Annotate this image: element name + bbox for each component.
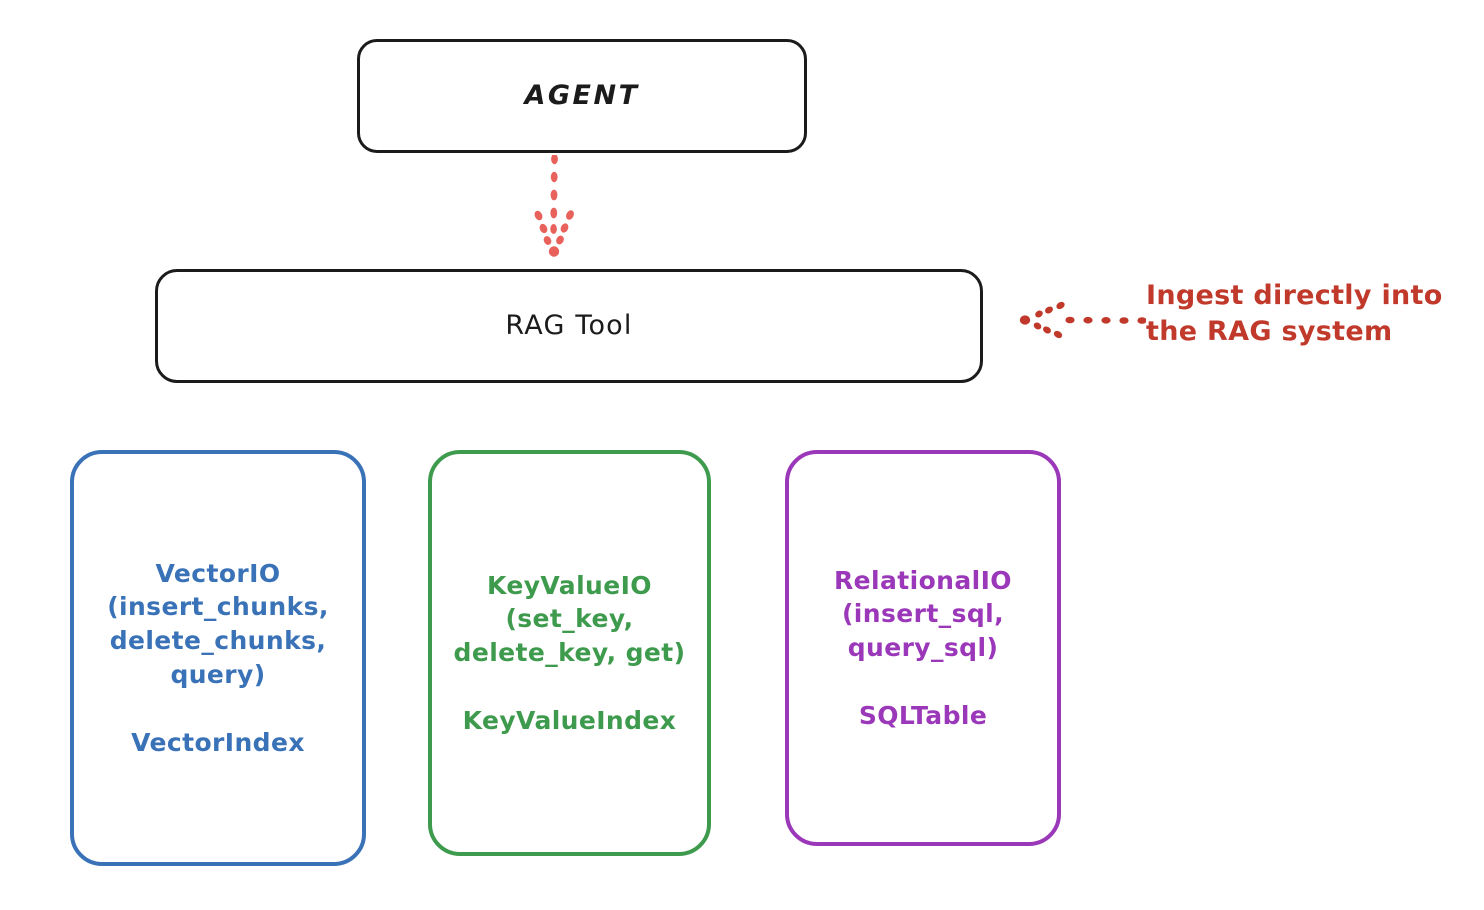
node-relational-io[interactable]: RelationalIO (insert_sql, query_sql) SQL…	[785, 450, 1061, 846]
node-agent[interactable]: AGENT	[357, 39, 807, 153]
node-agent-label: AGENT	[524, 80, 640, 112]
node-relational-io-label: RelationalIO (insert_sql, query_sql)	[834, 565, 1012, 663]
node-relational-io-sublabel: SQLTable	[858, 700, 988, 730]
dotted-arrow-down-icon	[500, 153, 610, 270]
node-vector-io-sublabel: VectorIndex	[131, 727, 305, 757]
node-vector-io-label: VectorIO (insert_chunks, delete_chunks, …	[107, 558, 329, 689]
node-vector-io[interactable]: VectorIO (insert_chunks, delete_chunks, …	[70, 450, 366, 866]
node-key-value-io-label: KeyValueIO (set_key, delete_key, get)	[453, 570, 686, 668]
dotted-arrow-left-icon	[1018, 296, 1147, 346]
node-key-value-io-content: KeyValueIO (set_key, delete_key, get) Ke…	[432, 569, 707, 738]
node-vector-io-content: VectorIO (insert_chunks, delete_chunks, …	[74, 557, 362, 760]
node-rag-tool-label: RAG Tool	[505, 310, 633, 342]
node-key-value-io[interactable]: KeyValueIO (set_key, delete_key, get) Ke…	[428, 450, 711, 856]
annotation-ingest: Ingest directly into the RAG system	[1146, 280, 1443, 347]
node-key-value-io-sublabel: KeyValueIndex	[462, 705, 677, 735]
node-relational-io-content: RelationalIO (insert_sql, query_sql) SQL…	[789, 564, 1057, 733]
node-rag-tool[interactable]: RAG Tool	[155, 269, 983, 383]
